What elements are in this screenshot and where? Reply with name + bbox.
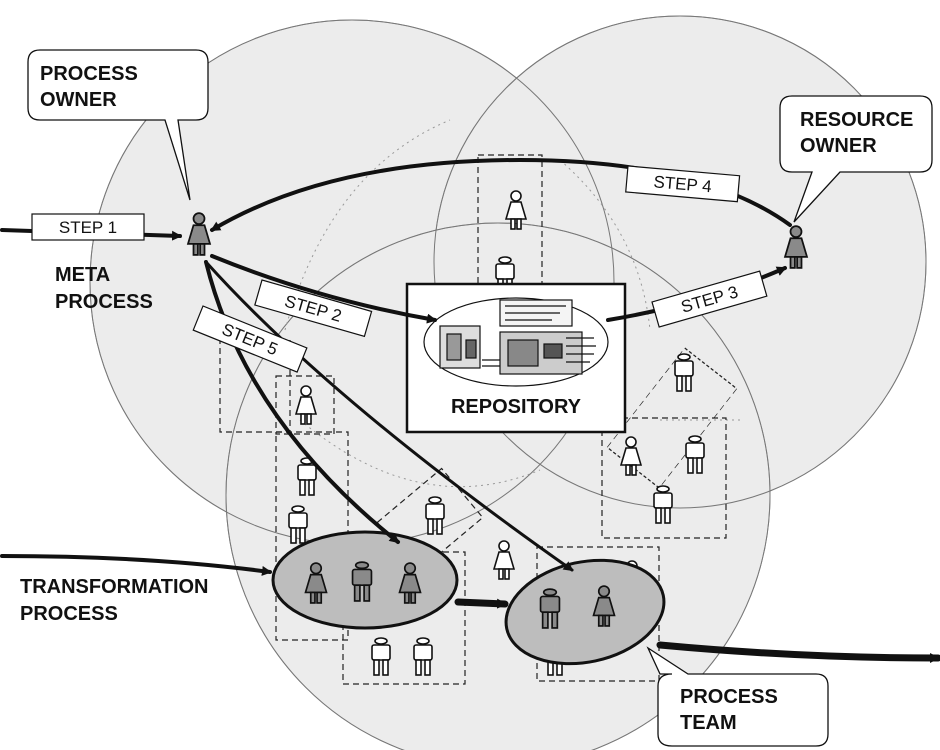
svg-text:OWNER: OWNER bbox=[40, 89, 117, 111]
transformation-process-label-line-1: TRANSFORMATION bbox=[20, 576, 209, 598]
svg-text:RESOURCE: RESOURCE bbox=[800, 109, 913, 131]
svg-text:PROCESS: PROCESS bbox=[680, 686, 778, 708]
svg-text:PROCESS: PROCESS bbox=[40, 63, 138, 85]
repository-box: REPOSITORY bbox=[407, 284, 625, 432]
svg-text:STEP 1: STEP 1 bbox=[59, 218, 117, 237]
svg-text:OWNER: OWNER bbox=[800, 135, 877, 157]
transformation-process-label-line-2: PROCESS bbox=[20, 603, 118, 625]
svg-text:TEAM: TEAM bbox=[680, 712, 737, 734]
meta-process-label-line-2: PROCESS bbox=[55, 291, 153, 313]
repository-label: REPOSITORY bbox=[451, 396, 582, 418]
meta-process-label-line-1: META bbox=[55, 264, 110, 286]
arrow-team-to-team bbox=[458, 602, 505, 604]
step-1-tag: STEP 1 bbox=[32, 214, 144, 240]
arrow-transformation-input bbox=[2, 556, 270, 572]
